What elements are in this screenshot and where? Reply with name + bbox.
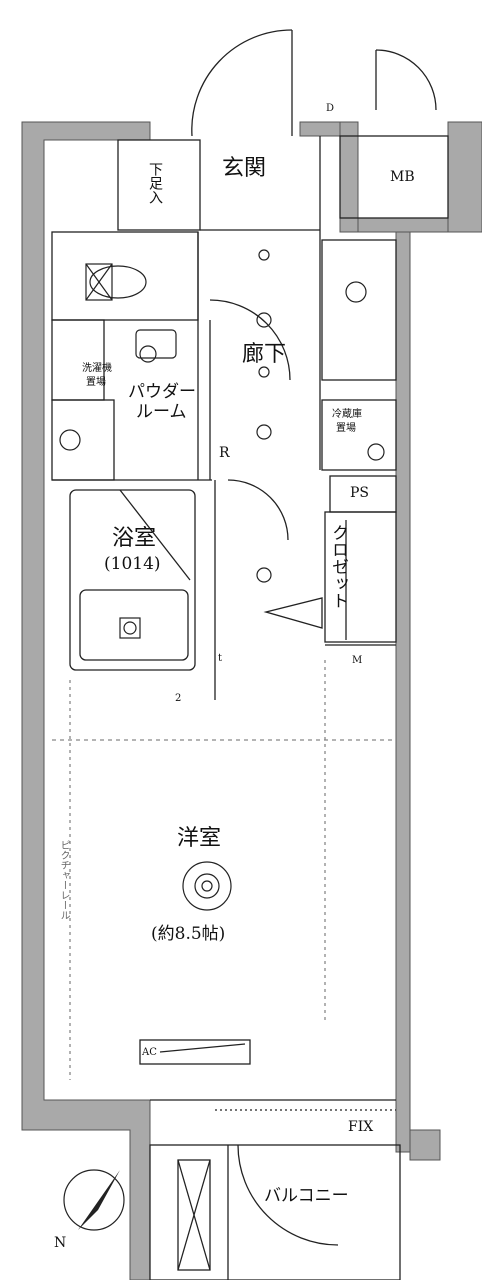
bathroom-size-label: (1014) bbox=[104, 554, 161, 574]
fridge-label-line1: 冷蔵庫 bbox=[332, 409, 362, 420]
picture-rail-label: ピクチャーレール bbox=[58, 840, 69, 920]
washer-label-line2: 置場 bbox=[86, 377, 106, 388]
western-room-size-label: (約8.5帖) bbox=[151, 924, 226, 944]
t-symbol: t bbox=[218, 653, 223, 664]
fix-window-label: FIX bbox=[348, 1119, 374, 1135]
north-compass bbox=[63, 1169, 125, 1231]
closet-label: クロゼット bbox=[328, 524, 348, 609]
r-symbol: R bbox=[219, 445, 230, 461]
d-symbol: D bbox=[326, 103, 335, 114]
interior-lines bbox=[51, 29, 449, 1280]
mb-label: MB bbox=[390, 169, 415, 185]
bathroom-label: 浴室 bbox=[112, 526, 157, 551]
fridge-label-line2: 置場 bbox=[336, 423, 356, 434]
entrance-label: 玄関 bbox=[222, 156, 267, 181]
ps-label: PS bbox=[350, 485, 370, 501]
hallway-label: 廊下 bbox=[242, 342, 287, 367]
outlet-count: 2 bbox=[175, 693, 182, 704]
washer-label-line1: 洗濯機 bbox=[82, 363, 112, 374]
balcony-label: バルコニー bbox=[264, 1186, 349, 1206]
m-symbol: M bbox=[352, 655, 363, 666]
fixtures bbox=[59, 249, 385, 911]
north-label: N bbox=[54, 1235, 67, 1251]
shoe-box-label: 下足入 bbox=[147, 162, 163, 204]
ac-symbol: AC bbox=[142, 1047, 157, 1058]
exterior-walls bbox=[21, 121, 482, 1280]
powder-room-label-line1: パウダー bbox=[128, 382, 196, 402]
powder-room-label-line2: ルーム bbox=[136, 402, 187, 422]
western-room-label: 洋室 bbox=[177, 826, 222, 851]
